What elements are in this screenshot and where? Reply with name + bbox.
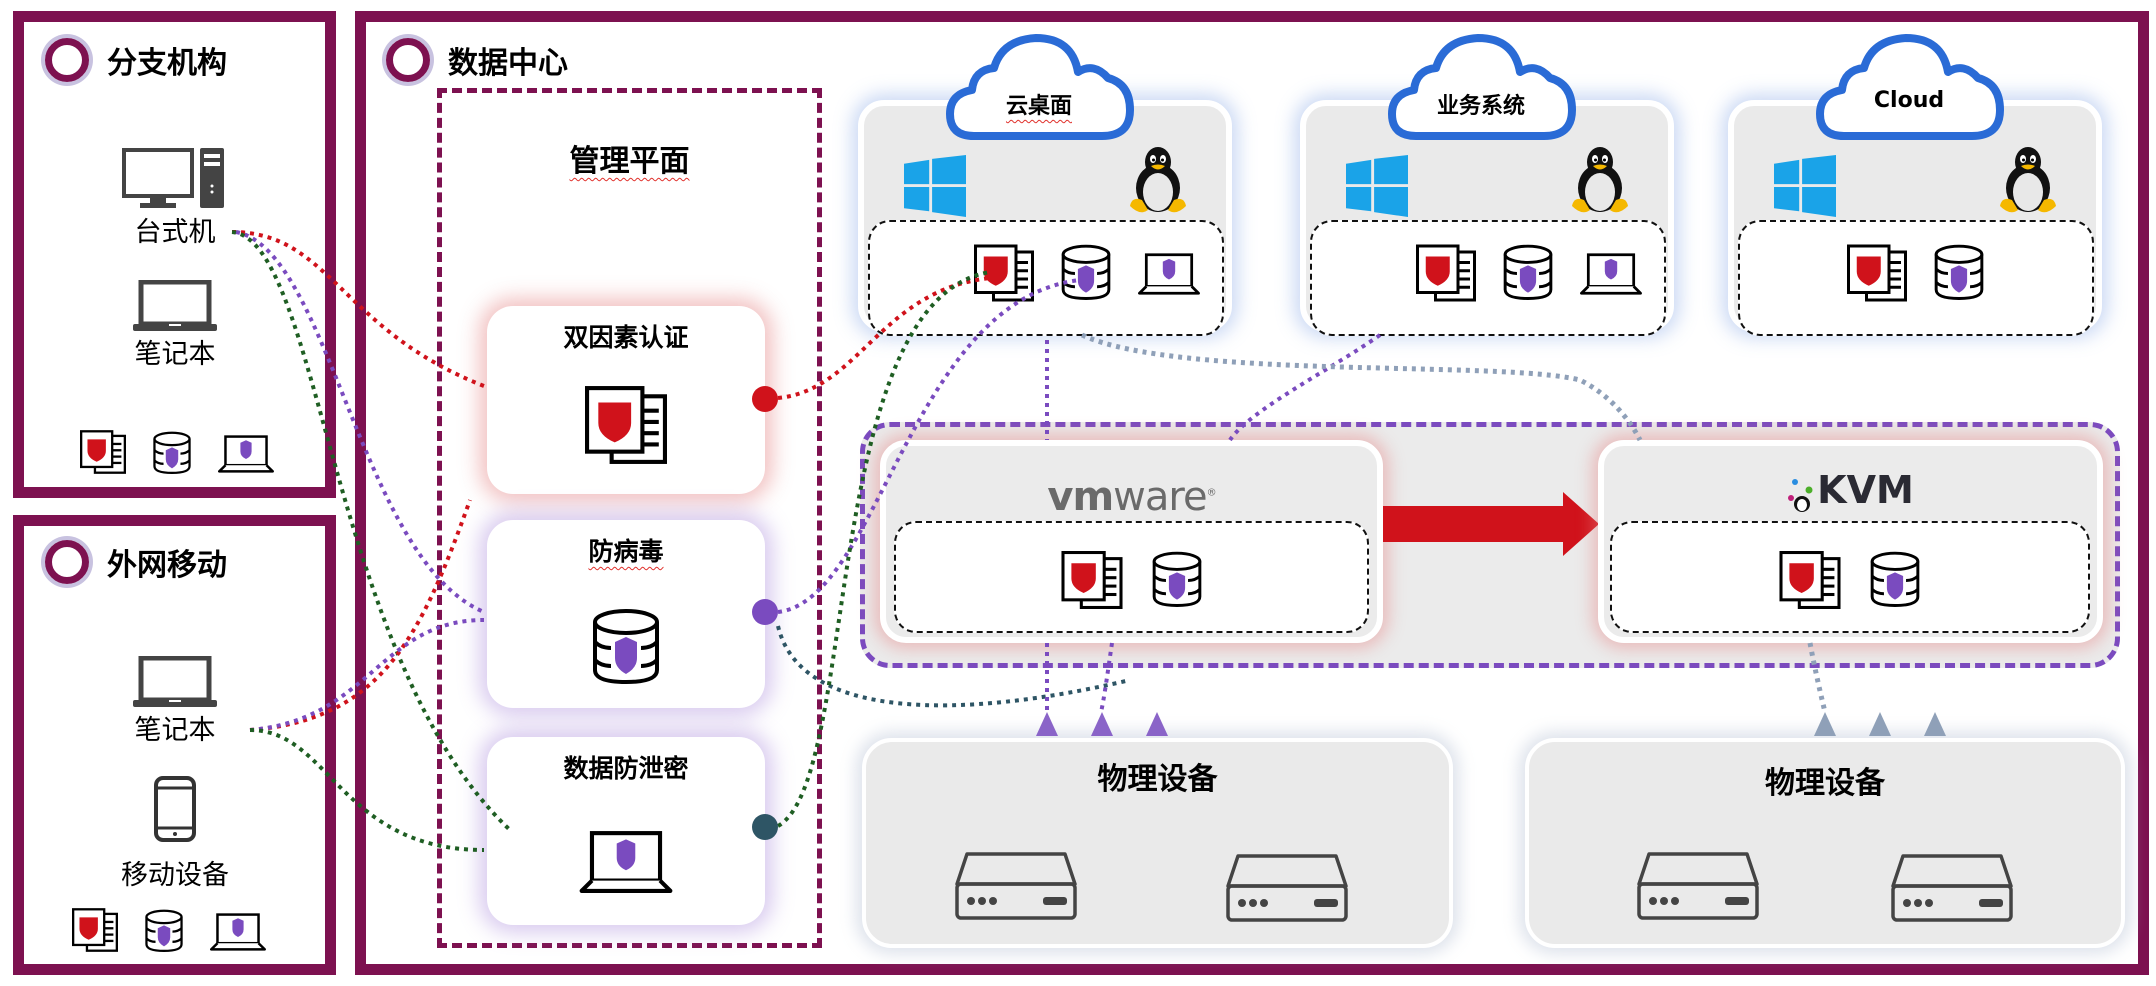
cloud-environment-card[interactable] (1728, 100, 2102, 336)
dual-factor-connector-dot (752, 386, 778, 412)
mobile-device: 移动设备 (100, 775, 250, 892)
external-mobile-title: 外网移动 (107, 548, 227, 583)
desktop-device: 台式机 (120, 146, 230, 249)
external-protection-icons (72, 908, 266, 952)
mobile-phone-icon (154, 776, 196, 842)
laptop-icon (133, 280, 217, 331)
cloud-label: 云桌面 (1005, 94, 1072, 119)
cloud-protection-area (868, 220, 1224, 336)
linux-tux-icon (1568, 144, 1632, 216)
database-shield-icon (591, 608, 661, 684)
antivirus-connector-dot (752, 599, 778, 625)
migration-arrow (1383, 492, 1599, 560)
physical-devices-title: 物理设备 (1097, 762, 1218, 797)
server-appliance-icon (1887, 852, 2017, 924)
laptop-shield-icon (218, 434, 274, 474)
datacenter-title: 数据中心 (448, 46, 568, 81)
ring-bullet-icon (45, 38, 89, 82)
document-shield-icon (1847, 244, 1907, 302)
dlp-connector-dot (752, 814, 778, 840)
kvm-logo: KVM (1604, 468, 2097, 512)
physical-devices-panel-2: 物理设备 (1525, 738, 2125, 948)
cloud-shape: 云桌面 (944, 32, 1134, 142)
datacenter-header: 数据中心 (386, 38, 568, 82)
external-mobile-header: 外网移动 (45, 540, 227, 584)
cloud-protection-area (1738, 220, 2094, 336)
laptop-shield-icon (1580, 252, 1642, 296)
cloud-icon (944, 32, 1134, 142)
branch-office-header: 分支机构 (45, 38, 227, 82)
cloud-shape: Cloud (1814, 32, 2004, 142)
cloud-icon (1814, 32, 2004, 142)
physical-devices-panel-1: 物理设备 (862, 738, 1453, 948)
data-leak-prevention-card[interactable]: 数据防泄密 (487, 737, 765, 925)
linux-tux-icon (1126, 144, 1190, 216)
branch-protection-icons (80, 430, 274, 474)
document-shield-icon (1061, 551, 1123, 609)
document-shield-icon (72, 908, 118, 952)
database-shield-icon (152, 431, 192, 474)
document-shield-icon (1779, 551, 1841, 609)
laptop-shield-icon (210, 912, 266, 952)
external-laptop-device: 笔记本 (120, 656, 230, 747)
database-shield-icon (1502, 244, 1554, 300)
kvm-protection-area (1610, 521, 2090, 633)
document-shield-icon (585, 386, 667, 464)
antivirus-card[interactable]: 防病毒 (487, 520, 765, 708)
cloud-protection-area (1310, 220, 1666, 336)
linux-tux-icon (1996, 144, 2060, 216)
windows-logo-icon (1346, 154, 1408, 218)
management-plane-title: 管理平面 (569, 144, 690, 179)
database-shield-icon (1151, 551, 1203, 607)
windows-logo-icon (904, 154, 966, 218)
database-shield-icon (1933, 244, 1985, 300)
server-appliance-icon (1222, 852, 1352, 924)
database-shield-icon (1869, 551, 1921, 607)
database-shield-icon (144, 909, 184, 952)
cloud-label: 业务系统 (1436, 94, 1525, 119)
external-laptop-label: 笔记本 (134, 715, 216, 746)
mobile-device-label: 移动设备 (121, 860, 229, 891)
branch-laptop-device: 笔记本 (120, 280, 230, 371)
server-appliance-icon (951, 850, 1081, 922)
cloud-shape: 业务系统 (1386, 32, 1576, 142)
database-shield-icon (1060, 244, 1112, 300)
server-appliance-icon (1633, 850, 1763, 922)
windows-logo-icon (1774, 154, 1836, 218)
desktop-computer-icon (122, 148, 224, 208)
vmware-protection-area (894, 521, 1369, 633)
physical-devices-title: 物理设备 (1765, 766, 1885, 801)
laptop-shield-icon (1138, 252, 1200, 296)
document-shield-icon (1416, 244, 1476, 302)
data-leak-prevention-title: 数据防泄密 (563, 754, 689, 783)
branch-laptop-label: 笔记本 (134, 339, 216, 370)
kvm-card[interactable]: KVM (1598, 440, 2103, 643)
antivirus-title: 防病毒 (588, 537, 664, 566)
kvm-tux-juggler-icon (1788, 479, 1813, 512)
cloud-environment-card[interactable] (1300, 100, 1674, 336)
ring-bullet-icon (386, 38, 430, 82)
laptop-shield-icon (579, 829, 673, 895)
cloud-label: Cloud (1873, 88, 1945, 113)
laptop-icon (133, 656, 217, 707)
dual-factor-auth-title: 双因素认证 (563, 323, 689, 352)
dual-factor-auth-card[interactable]: 双因素认证 (487, 306, 765, 494)
branch-office-panel (13, 11, 336, 498)
branch-office-title: 分支机构 (107, 46, 227, 81)
document-shield-icon (974, 244, 1034, 302)
desktop-label: 台式机 (134, 217, 216, 248)
vmware-logo: vmware® (1047, 474, 1216, 520)
ring-bullet-icon (45, 540, 89, 584)
vmware-card[interactable]: vmware® (880, 440, 1383, 643)
cloud-icon (1386, 32, 1576, 142)
document-shield-icon (80, 430, 126, 474)
